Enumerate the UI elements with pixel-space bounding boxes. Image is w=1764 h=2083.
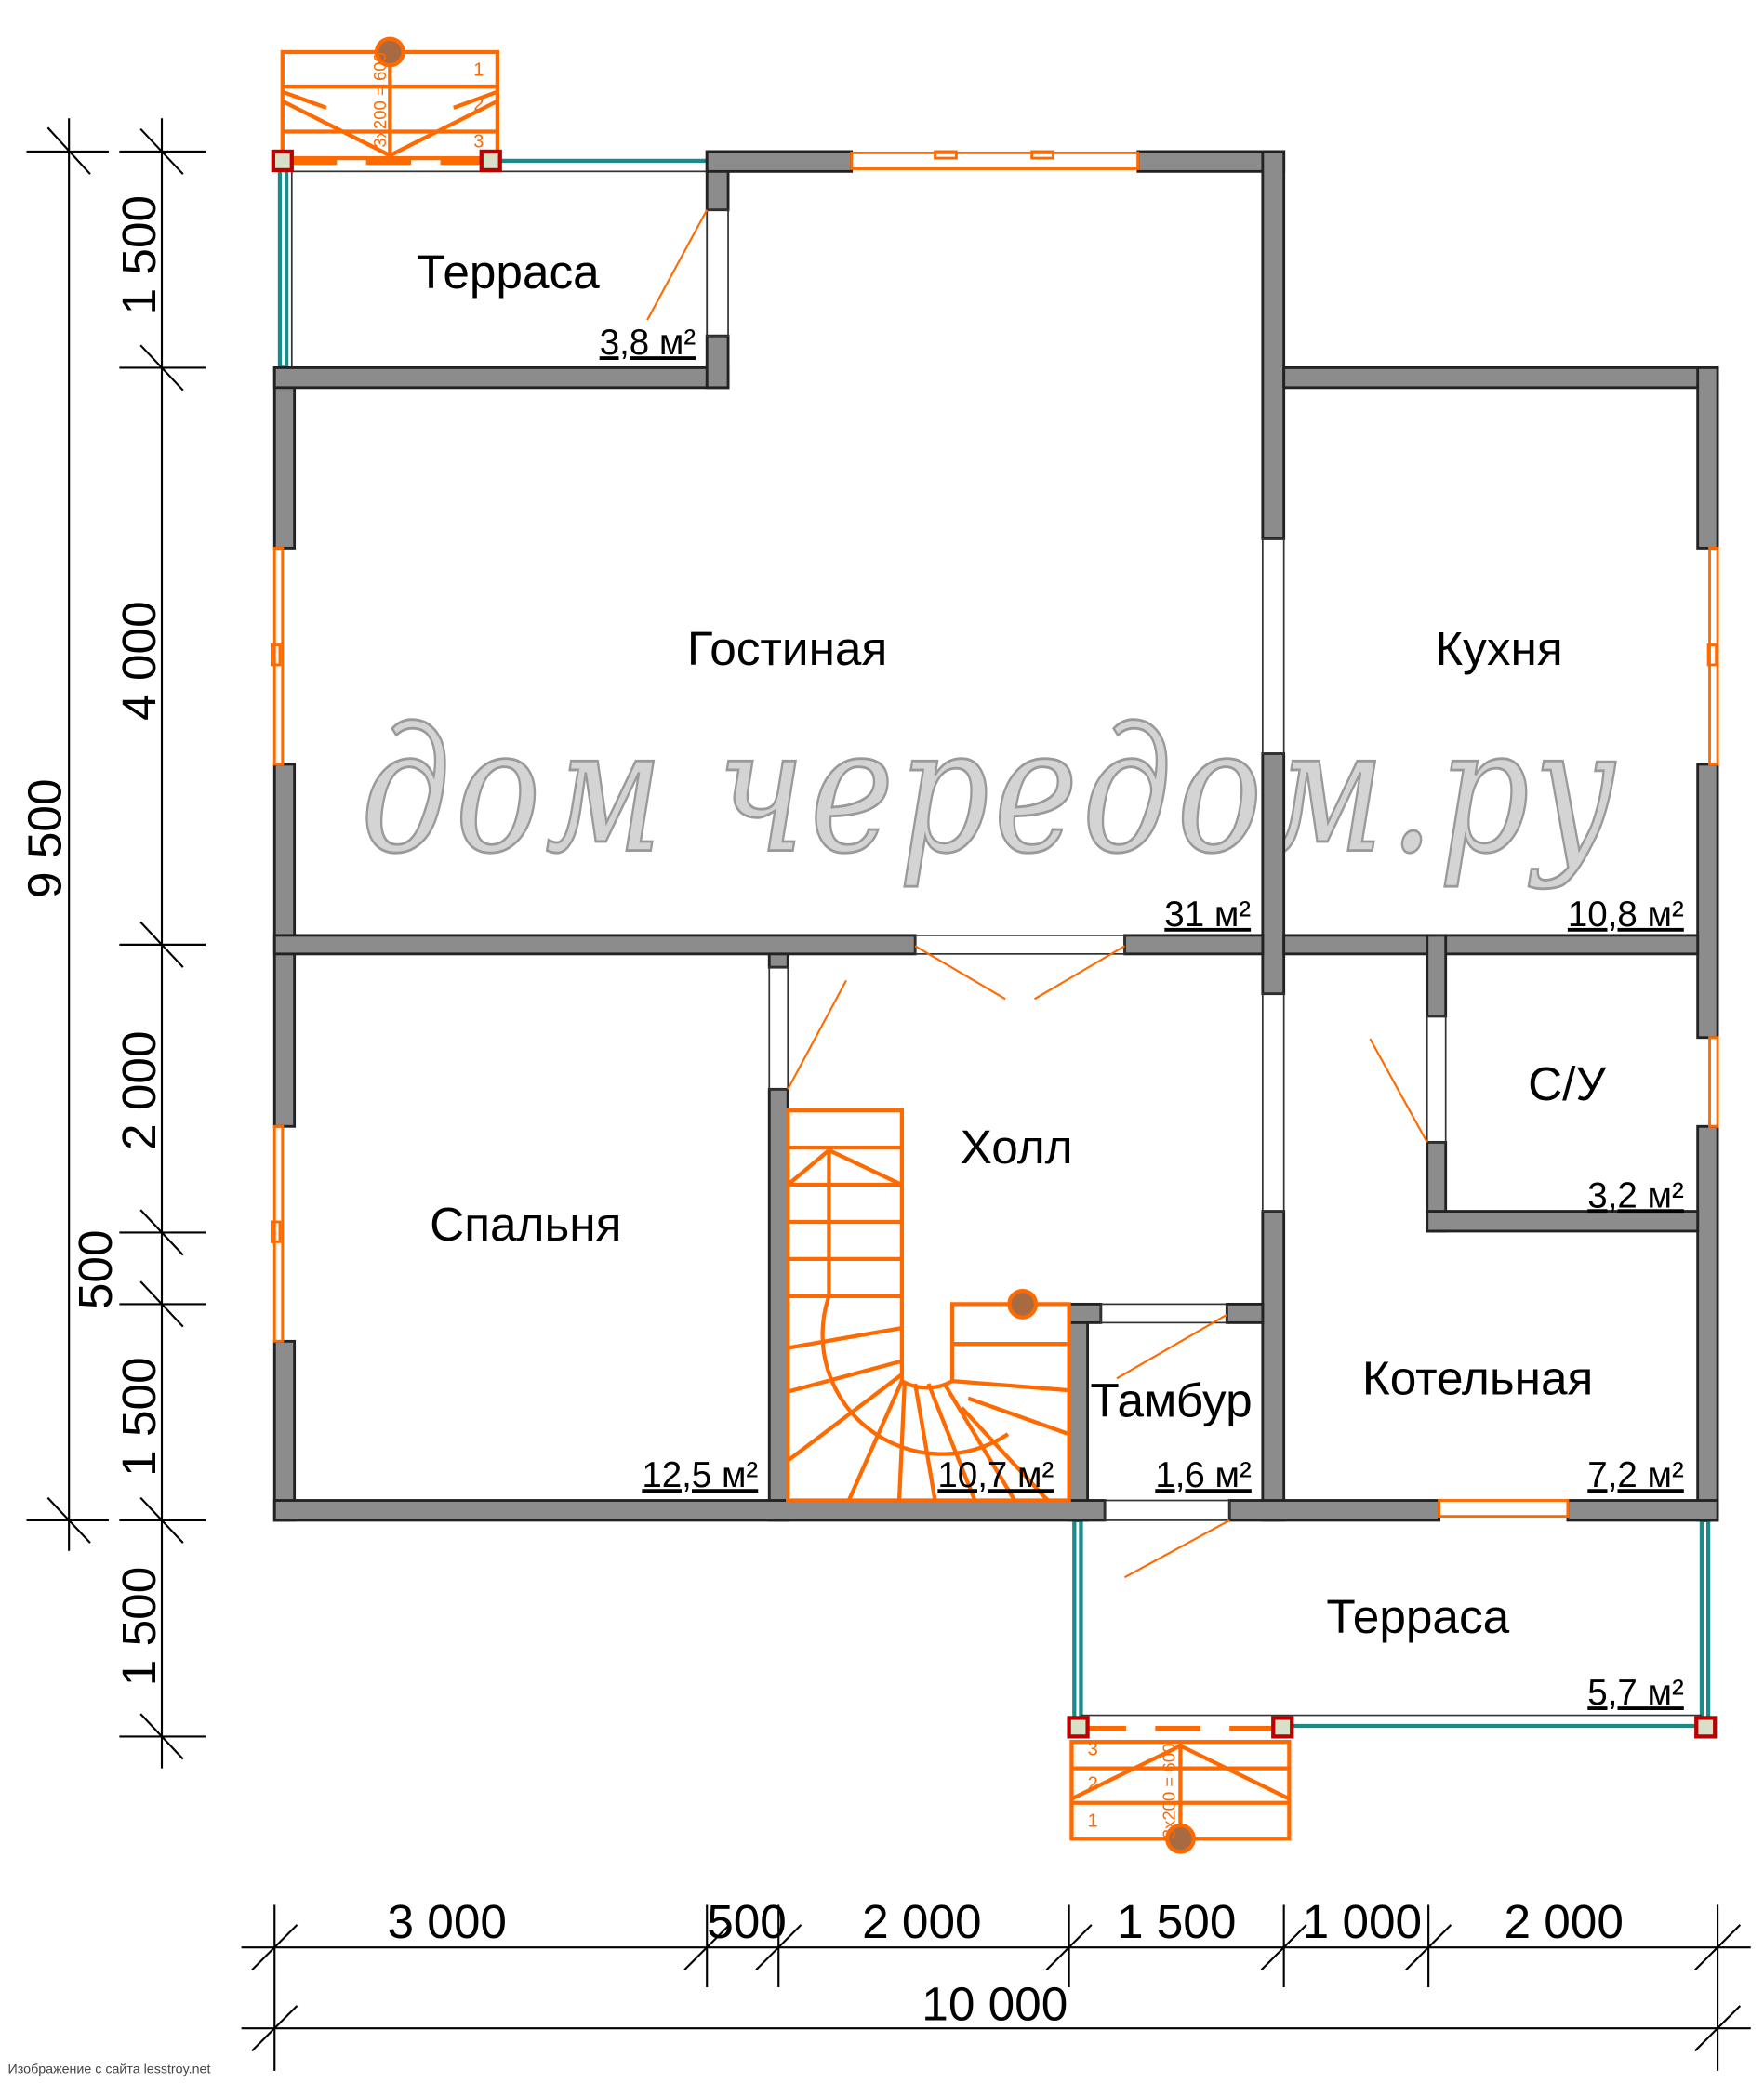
porch-stairs-top: 1 2 3 3x200 = 600 — [271, 36, 502, 173]
dim-left-4: 500 — [69, 1229, 122, 1309]
room-area-bathroom: 3,2 м² — [1587, 1175, 1684, 1215]
bottom-dimensions: 3 000 500 2 000 1 500 1 000 2 000 10 000 — [241, 1895, 1751, 2071]
stair-step-1: 1 — [1088, 1811, 1098, 1831]
dim-bottom-1: 3 000 — [387, 1895, 506, 1948]
dim-bottom-total: 10 000 — [922, 1978, 1068, 2031]
dim-bottom-3: 2 000 — [862, 1895, 981, 1948]
dim-left-total: 9 500 — [19, 779, 72, 898]
room-name-bedroom: Спальня — [430, 1198, 621, 1251]
stair-step-3: 3 — [1088, 1739, 1098, 1759]
dim-left-1: 1 500 — [113, 195, 166, 314]
watermark: дом чередом.ру — [361, 691, 1621, 892]
dim-left-6: 1 500 — [113, 1567, 166, 1686]
room-area-hall: 10,7 м² — [937, 1455, 1054, 1495]
room-area-boiler: 7,2 м² — [1587, 1455, 1684, 1495]
room-name-boiler: Котельная — [1362, 1351, 1593, 1404]
stair-step-3: 3 — [473, 132, 484, 153]
dim-left-2: 4 000 — [113, 601, 166, 720]
room-name-living: Гостиная — [687, 622, 887, 675]
room-name-bathroom: С/У — [1528, 1057, 1606, 1110]
room-area-terrace-bottom: 5,7 м² — [1587, 1673, 1684, 1713]
stair-step-2: 2 — [473, 95, 484, 115]
stair-size-label: 3x200 = 600 — [1160, 1744, 1179, 1839]
room-area-vestibule: 1,6 м² — [1155, 1455, 1252, 1495]
porch-stairs-bottom: 3 2 1 3x200 = 600 — [1067, 1716, 1718, 1854]
post — [479, 149, 502, 173]
room-area-living: 31 м² — [1164, 895, 1251, 935]
dim-bottom-4: 1 500 — [1117, 1895, 1236, 1948]
room-name-terrace-bottom: Терраса — [1326, 1590, 1509, 1643]
post — [271, 149, 294, 173]
stair-step-1: 1 — [473, 60, 484, 81]
room-labels: Терраса 3,8 м² Гостиная 31 м² Кухня 10,8… — [417, 245, 1684, 1713]
room-area-terrace-top: 3,8 м² — [600, 323, 696, 363]
room-name-kitchen: Кухня — [1435, 622, 1562, 675]
dim-left-5: 1 500 — [113, 1357, 166, 1476]
stair-step-2: 2 — [1088, 1773, 1098, 1794]
doors — [646, 208, 1447, 1579]
dim-left-3: 2 000 — [113, 1031, 166, 1150]
post — [1694, 1716, 1718, 1739]
interior-staircase — [786, 1108, 1071, 1503]
stair-size-label: 3x200 = 600 — [370, 52, 390, 148]
post — [1271, 1716, 1294, 1739]
dim-bottom-6: 2 000 — [1504, 1895, 1623, 1948]
post — [1067, 1716, 1090, 1739]
left-dimensions: 1 500 4 000 2 000 500 1 500 1 500 9 500 — [19, 118, 206, 1769]
windows — [270, 150, 1719, 1519]
room-area-kitchen: 10,8 м² — [1568, 895, 1684, 935]
dim-bottom-5: 1 000 — [1303, 1895, 1422, 1948]
room-area-bedroom: 12,5 м² — [642, 1455, 758, 1495]
room-name-terrace-top: Терраса — [417, 245, 600, 299]
stair-start-marker — [1007, 1289, 1039, 1320]
source-credit: Изображение с сайта lesstroy.net — [8, 2063, 211, 2077]
room-name-hall: Холл — [961, 1121, 1073, 1174]
room-name-vestibule: Тамбур — [1090, 1374, 1252, 1427]
dim-bottom-2: 500 — [707, 1895, 787, 1948]
